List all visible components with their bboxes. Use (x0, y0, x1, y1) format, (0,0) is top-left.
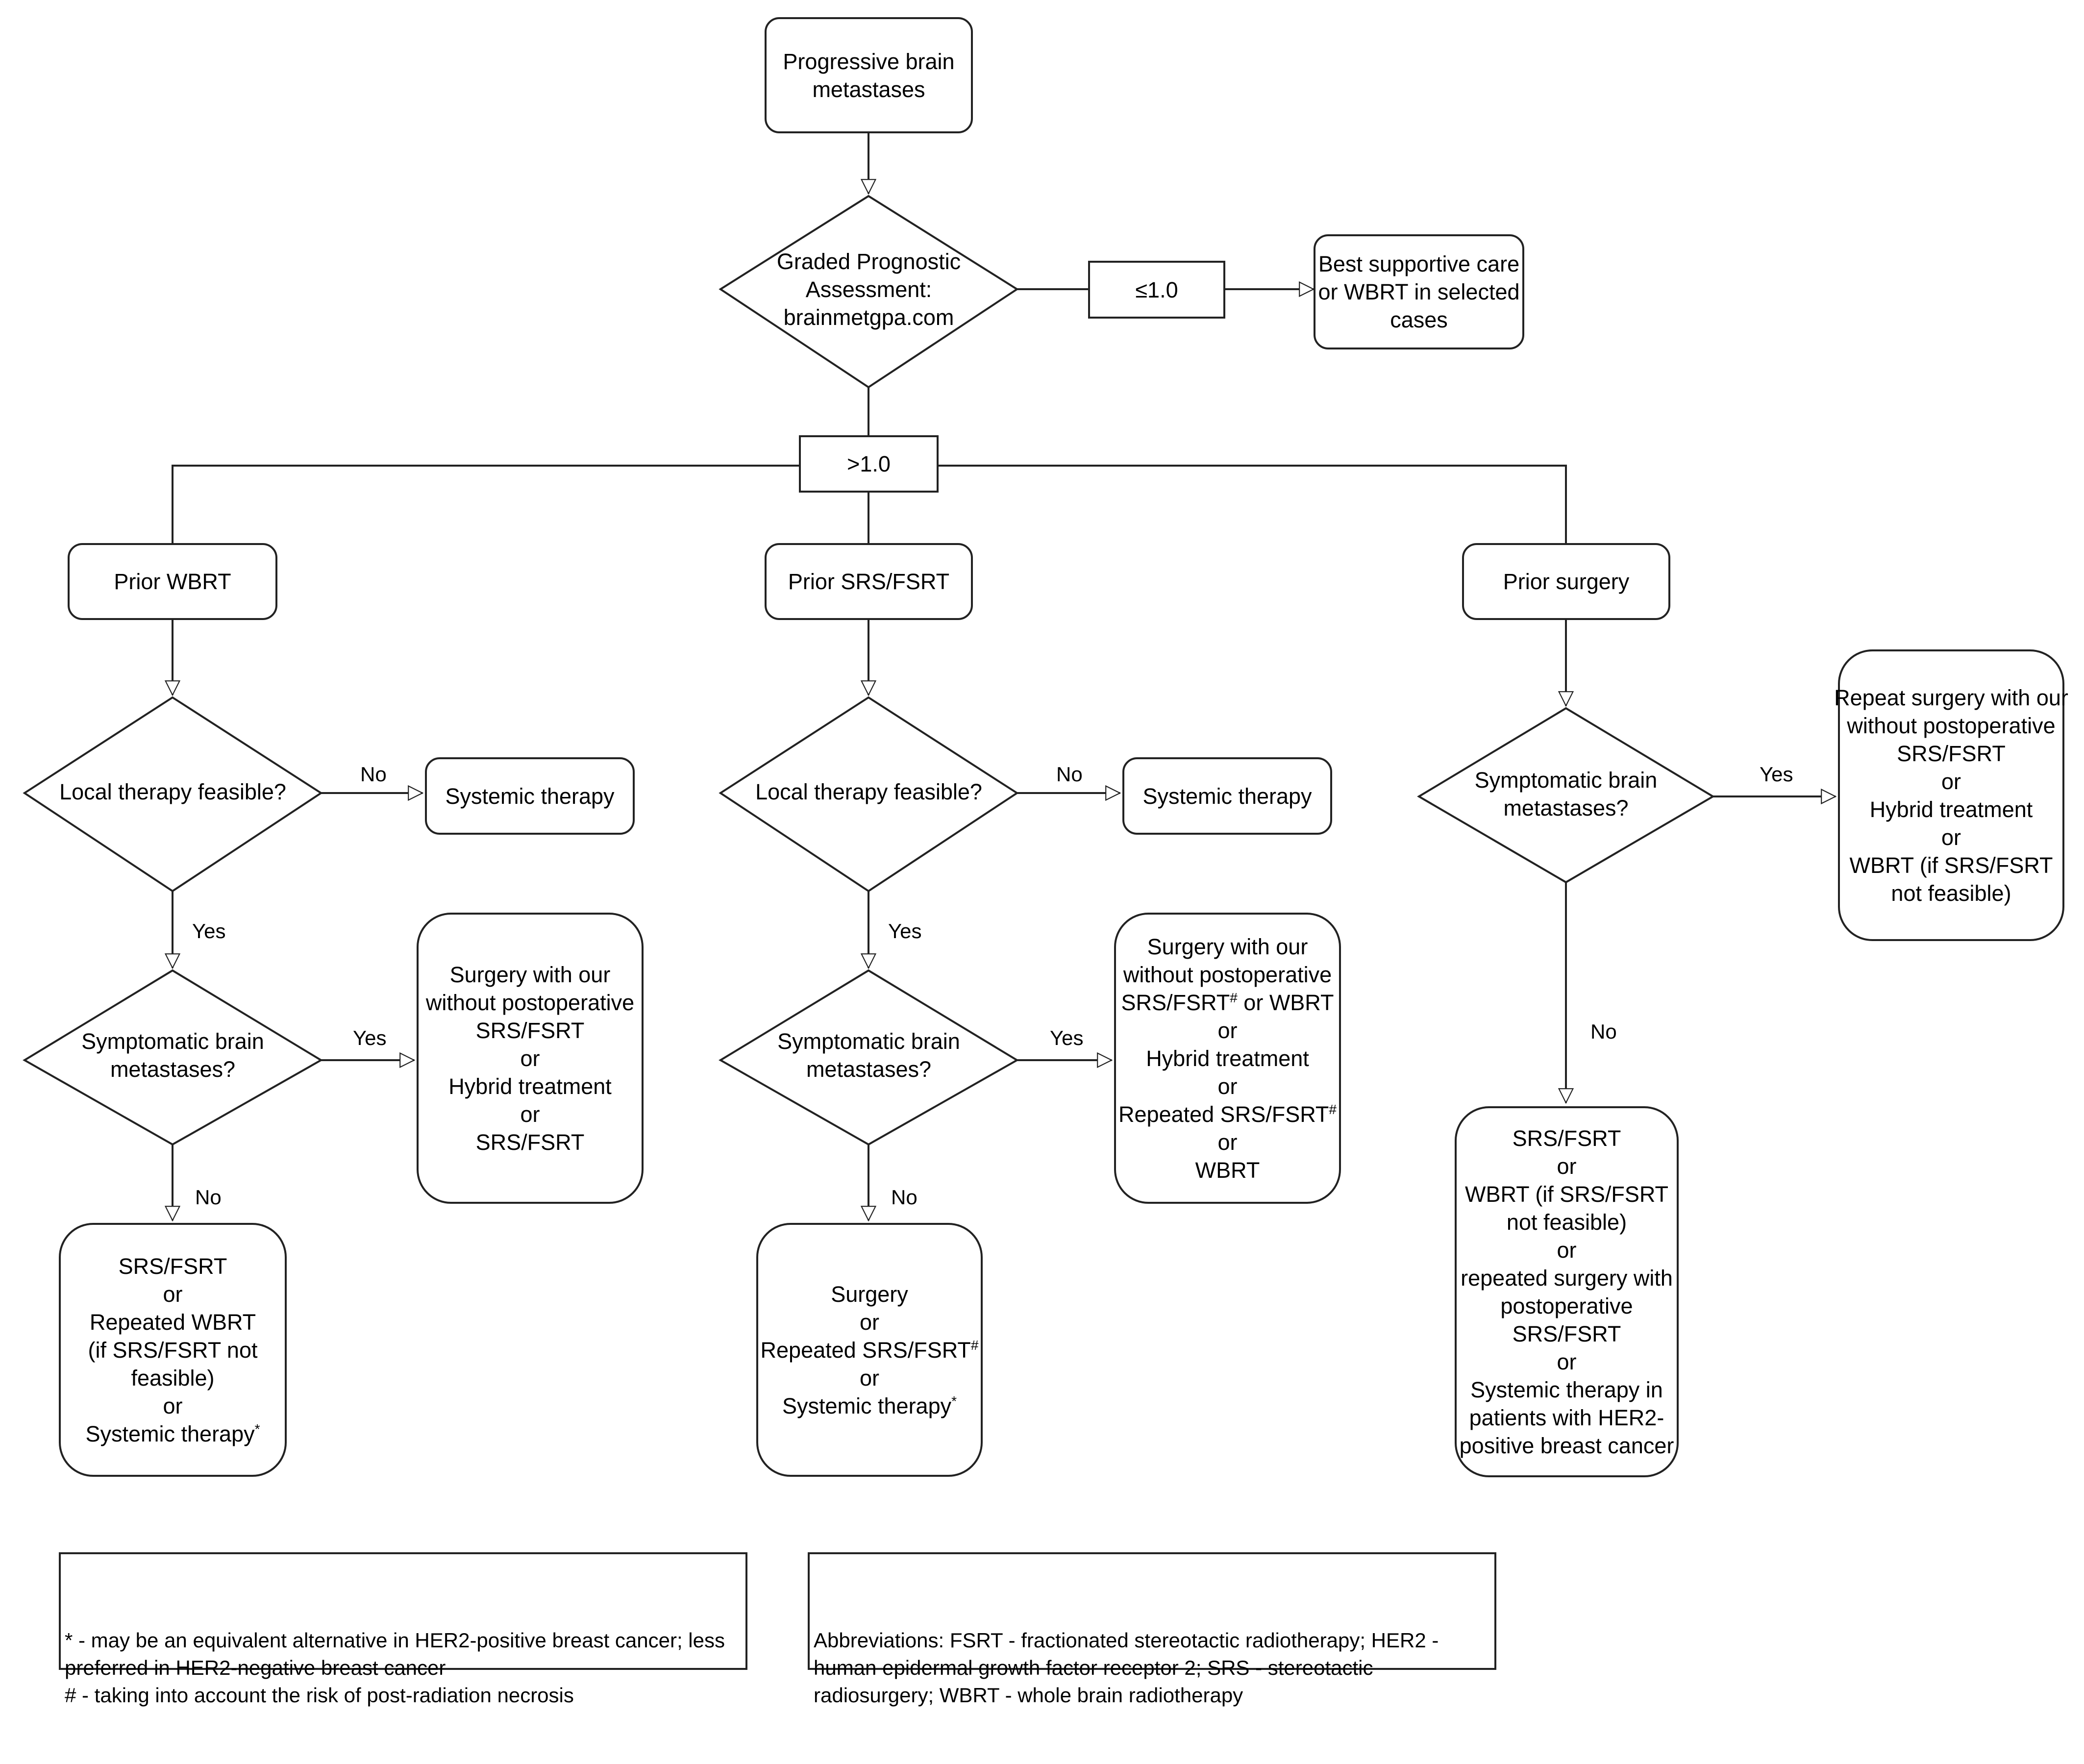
edge-label-yes-symp-srs: Yes (1050, 1026, 1084, 1049)
abbreviation-line: Abbreviations: FSRT - fractionated stere… (814, 1629, 1439, 1652)
connector-layer (23, 133, 1837, 1222)
node-score-gt-1: >1.0 (799, 435, 939, 493)
edge-label-yes-symp-surgery: Yes (1760, 763, 1793, 786)
footnotes-box: * - may be an equivalent alternative in … (59, 1552, 747, 1707)
edge-label-yes-symp-wbrt: Yes (353, 1026, 387, 1049)
edge-label-no-local-wbrt: No (360, 763, 387, 786)
node-systemic-therapy-wbrt: Systemic therapy (425, 757, 635, 835)
node-local-therapy-feasible-srs: Local therapy feasible? (755, 779, 982, 804)
abbreviation-line: radiosurgery; WBRT - whole brain radioth… (814, 1684, 1243, 1707)
node-prior-surgery: Prior surgery (1462, 543, 1670, 620)
footnote-line: preferred in HER2-negative breast cancer (65, 1656, 446, 1679)
edge-label-yes-local-srs: Yes (888, 919, 922, 943)
edge-label-no-symp-surgery: No (1590, 1020, 1617, 1043)
node-systemic-therapy-srs: Systemic therapy (1122, 757, 1332, 835)
edge-label-no-local-srs: No (1056, 763, 1083, 786)
edge-label-no-symp-wbrt: No (195, 1186, 222, 1209)
edge-label-yes-local-wbrt: Yes (192, 919, 226, 943)
footnote-line: # - taking into account the risk of post… (65, 1684, 574, 1707)
node-prior-wbrt: Prior WBRT (68, 543, 277, 620)
node-prior-srs-fsrt: Prior SRS/FSRT (765, 543, 973, 620)
edge-gt1-surgery (939, 465, 1567, 543)
edge-label-no-symp-srs: No (891, 1186, 918, 1209)
abbreviations-box: Abbreviations: FSRT - fractionated stere… (808, 1552, 1496, 1707)
node-local-therapy-feasible-wbrt: Local therapy feasible? (59, 779, 286, 804)
abbreviation-line: human epidermal growth factor receptor 2… (814, 1656, 1373, 1679)
node-score-le-1: ≤1.0 (1088, 261, 1225, 319)
edge-gt1-wbrt (172, 465, 799, 543)
footnote-line: * - may be an equivalent alternative in … (65, 1629, 725, 1652)
